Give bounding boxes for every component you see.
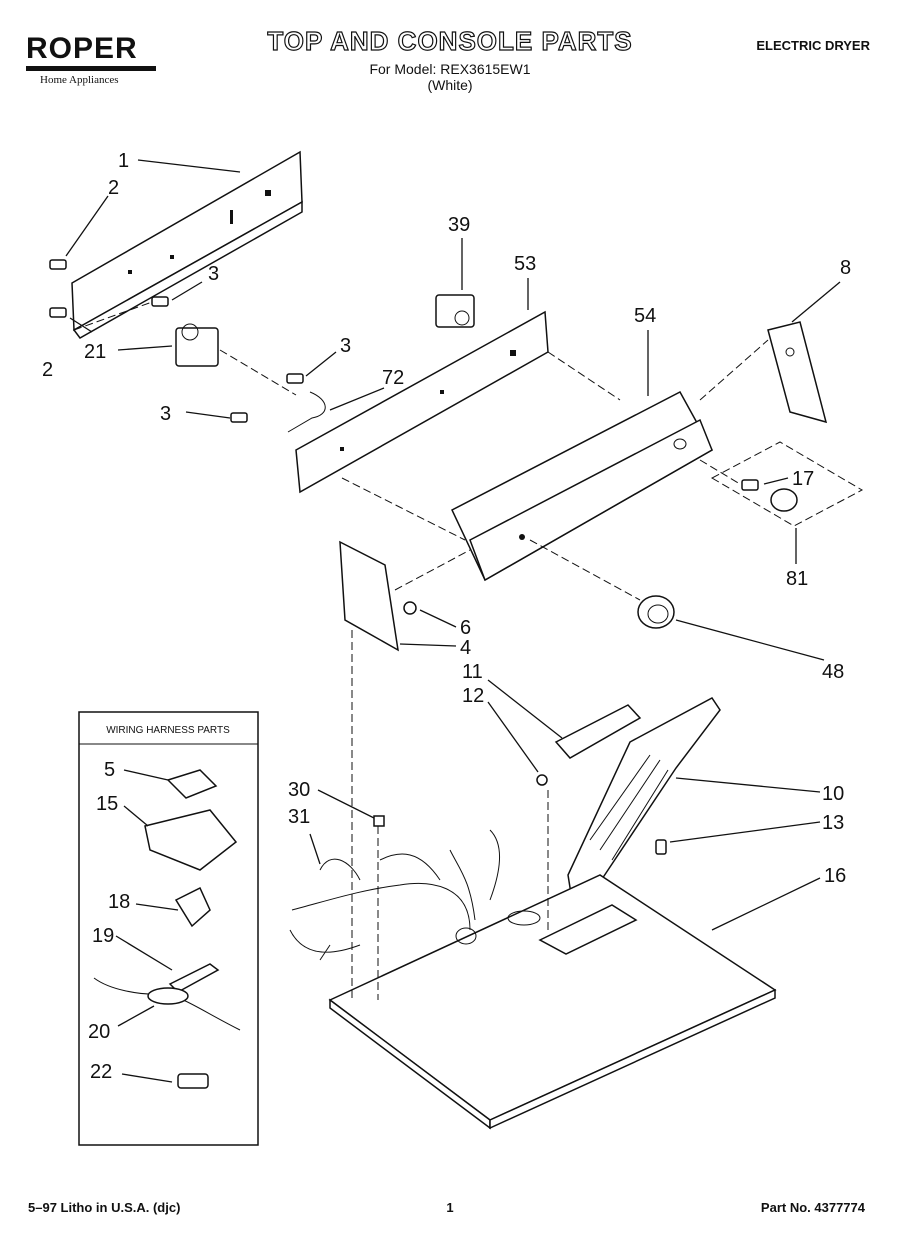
callout-22: 22	[90, 1061, 112, 1083]
part-lint-filter-housing	[567, 697, 721, 902]
wiring-harness-inset: WIRING HARNESS PARTS	[78, 711, 259, 1146]
logo-wordmark: ROPER	[26, 32, 138, 65]
part-connector-15	[144, 809, 238, 871]
part-wiring-harness	[289, 829, 500, 961]
callout-19: 19	[92, 925, 114, 947]
color-line: (White)	[427, 77, 473, 93]
part-end-cap	[767, 321, 828, 424]
footer-page-number: 1	[446, 1200, 454, 1215]
callout-30: 30	[288, 779, 310, 801]
alignment-line	[699, 339, 769, 401]
leader-lines	[65, 159, 841, 1083]
page-title: TOP AND CONSOLE PARTS	[267, 25, 633, 56]
part-dryer-top	[328, 874, 777, 1130]
callout-31: 31	[288, 806, 310, 828]
part-screw-2a	[49, 259, 67, 270]
part-screw-3a	[151, 296, 169, 307]
part-indicator-light	[741, 479, 759, 491]
callout-3a: 3	[208, 263, 219, 285]
alignment-line	[219, 349, 297, 396]
part-console	[451, 390, 714, 582]
callout-20: 20	[88, 1021, 110, 1043]
callout-54: 54	[634, 305, 656, 327]
callout-21: 21	[84, 341, 106, 363]
model-subtitle: For Model: REX3615EW1 (White)	[300, 61, 600, 93]
part-rear-panel	[71, 150, 303, 339]
callout-10: 10	[822, 783, 844, 805]
footer-part-number: Part No. 4377774	[760, 1200, 865, 1215]
alignment-line	[529, 539, 641, 601]
part-terminal-22	[177, 1073, 209, 1089]
part-screw-13	[655, 839, 667, 855]
part-control-bracket	[295, 310, 549, 494]
callout-2a: 2	[108, 177, 119, 199]
detail-box	[710, 441, 864, 527]
logo-underline	[26, 66, 156, 71]
part-switch	[435, 294, 475, 328]
callout-53: 53	[514, 253, 536, 275]
model-line: For Model: REX3615EW1	[369, 61, 531, 77]
callout-12: 12	[462, 685, 484, 707]
alignment-line	[547, 351, 621, 401]
part-bracket	[339, 540, 399, 652]
part-connector-5	[166, 769, 218, 799]
callout-17: 17	[792, 468, 814, 490]
part-wire-lead	[287, 391, 326, 433]
callout-13: 13	[822, 812, 844, 834]
part-screw-3b	[286, 373, 304, 384]
callout-4: 4	[460, 637, 471, 659]
callout-16: 16	[824, 865, 846, 887]
logo-subtitle: Home Appliances	[40, 74, 119, 86]
alignment-line	[341, 477, 466, 541]
callout-72: 72	[382, 367, 404, 389]
callout-48: 48	[822, 661, 844, 683]
roper-logo: ROPER Home Appliances	[26, 34, 156, 86]
callout-3c: 3	[160, 403, 171, 425]
part-knob-small	[770, 488, 798, 512]
part-clamp-30	[373, 815, 385, 827]
callout-8: 8	[840, 257, 851, 279]
part-screw-6	[403, 601, 417, 615]
part-cord-20-sleeve	[147, 987, 189, 1005]
alignment-line	[394, 549, 471, 591]
callout-18: 18	[108, 891, 130, 913]
callout-39: 39	[448, 214, 470, 236]
callout-6: 6	[460, 617, 471, 639]
callout-81: 81	[786, 568, 808, 590]
callout-5: 5	[104, 759, 115, 781]
callout-labels: 1 2 2 3 3 3 21 72 39 53 54 8 17 81 48 6 …	[42, 150, 851, 1083]
part-clip	[536, 774, 548, 786]
document-type: ELECTRIC DRYER	[756, 38, 870, 53]
callout-2b: 2	[42, 359, 53, 381]
part-screw-2b	[49, 307, 67, 318]
callout-1: 1	[118, 150, 129, 172]
part-clip-18	[174, 886, 211, 928]
alignment-line	[73, 301, 153, 331]
part-screw-3c	[230, 412, 248, 423]
callout-15: 15	[96, 793, 118, 815]
part-knob	[637, 595, 675, 629]
callout-3b: 3	[340, 335, 351, 357]
callout-11: 11	[462, 661, 483, 683]
part-timer	[175, 323, 219, 367]
inset-title: WIRING HARNESS PARTS	[106, 725, 230, 736]
footer-print-info: 5–97 Litho in U.S.A. (djc)	[28, 1200, 181, 1215]
part-lint-cover	[554, 704, 642, 759]
alignment-line	[699, 459, 741, 485]
